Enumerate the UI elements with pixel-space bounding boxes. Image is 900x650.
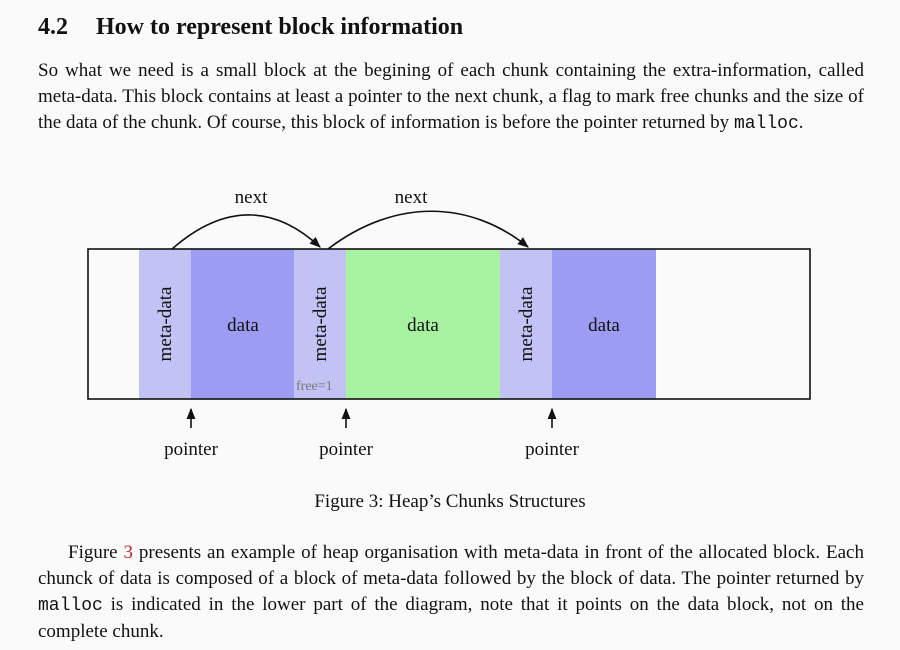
heap-outline <box>87 248 811 400</box>
chunk-3-meta-label: meta-data <box>516 286 537 361</box>
chunk-1-data-label: data <box>227 315 259 336</box>
chunk-2-data-block <box>346 249 500 399</box>
body-text: presents an example of heap organisation… <box>38 542 864 589</box>
section-title: How to represent block information <box>96 14 464 40</box>
body-prefix: Figure <box>68 542 124 563</box>
chunk-3-data-block <box>552 249 656 399</box>
intro-text: So what we need is a small block at the … <box>38 60 864 133</box>
figure-reference-link[interactable]: 3 <box>123 542 134 563</box>
chunk-1-meta-block <box>139 249 191 399</box>
section-heading: 4.2 How to represent block information <box>38 14 463 41</box>
chunk-1-data-block <box>191 249 294 399</box>
free-flag-label: free=1 <box>296 379 333 394</box>
pointer-label-1: pointer <box>164 439 218 460</box>
intro-paragraph: So what we need is a small block at the … <box>38 58 864 137</box>
pointer-label-3: pointer <box>525 439 579 460</box>
next-label-1: next <box>235 187 268 208</box>
next-label-2: next <box>395 187 428 208</box>
chunk-2-data-label: data <box>407 315 439 336</box>
intro-code-malloc: malloc <box>733 114 799 134</box>
next-arrow-2 <box>327 210 529 250</box>
chunk-1-meta-label: meta-data <box>155 286 176 361</box>
chunk-2-meta-block <box>294 249 346 399</box>
chunk-2-meta-label: meta-data <box>310 286 331 361</box>
figure-caption: Figure 3: Heap’s Chunks Structures <box>314 491 586 512</box>
next-arrow-1 <box>171 214 321 250</box>
pointer-label-2: pointer <box>319 439 373 460</box>
body-paragraph: Figure 3 presents an example of heap org… <box>38 540 864 645</box>
body-code-malloc: malloc <box>38 596 103 616</box>
body-text-end: is indicated in the lower part of the di… <box>38 594 864 642</box>
intro-text-end: . <box>798 112 804 133</box>
section-number: 4.2 <box>38 14 68 40</box>
chunk-3-meta-block <box>500 249 552 399</box>
chunk-3-data-label: data <box>588 315 620 336</box>
